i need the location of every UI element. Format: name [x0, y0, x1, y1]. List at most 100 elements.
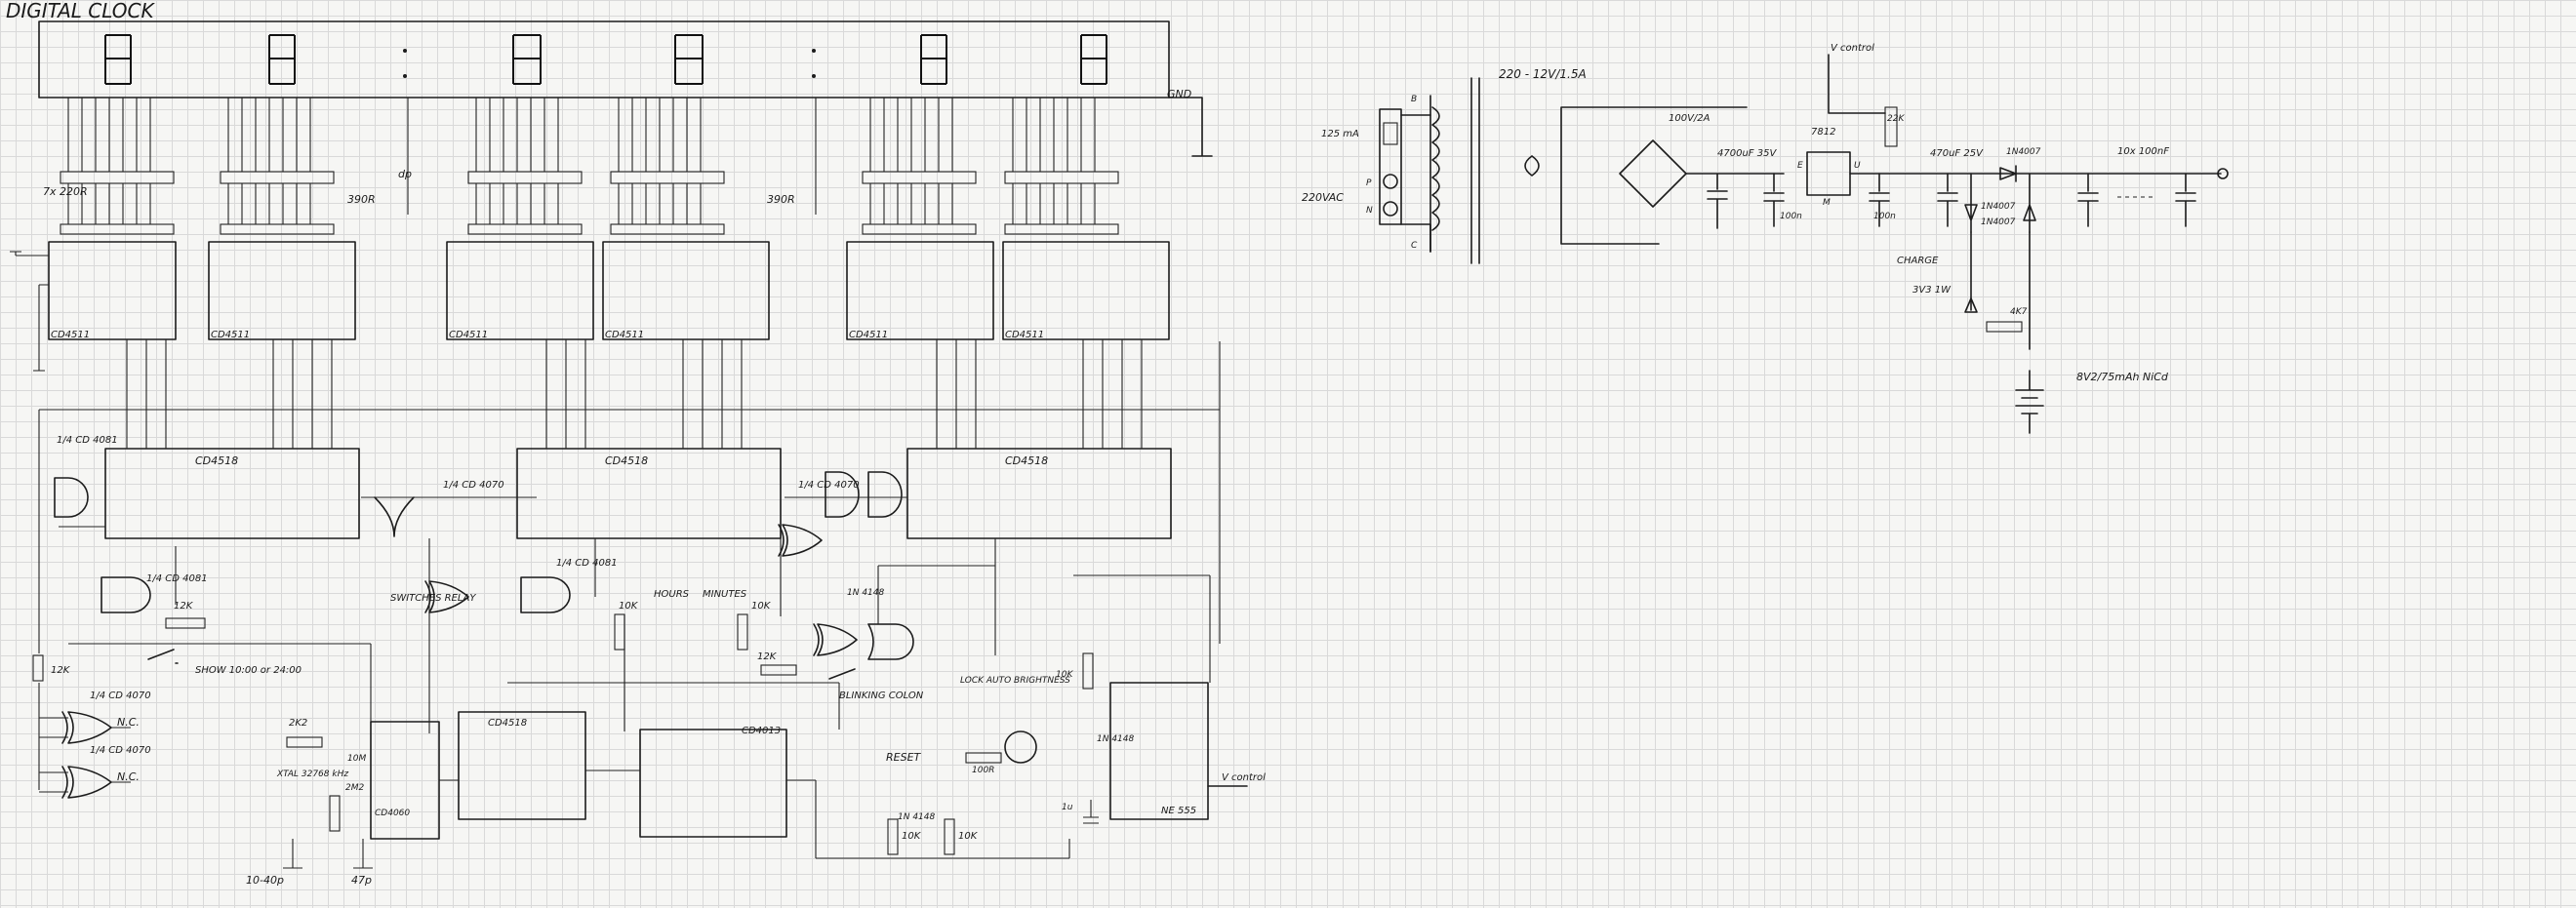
- timer-ic-label: NE 555: [1161, 806, 1196, 816]
- dp-resistor-2: 390R: [767, 193, 795, 206]
- seven-seg-digit-2: [268, 34, 296, 85]
- decoder-label-6: CD4511: [1005, 330, 1044, 340]
- trimmer-cap-label: 10-40p: [246, 874, 284, 887]
- show-mode-label: SHOW 10:00 or 24:00: [195, 665, 302, 676]
- phototransistor-symbol: [1004, 730, 1037, 764]
- div-ic-label: CD4518: [488, 718, 527, 729]
- dp-label: dp: [398, 168, 412, 180]
- flipflop-ic-label: CD4013: [742, 726, 781, 736]
- nc-label-1: N.C.: [117, 716, 140, 729]
- regulator-pin-e: E: [1797, 161, 1803, 171]
- decoder-label-5: CD4511: [849, 330, 888, 340]
- diode-1n4007-1: 1N4007: [2006, 147, 2041, 157]
- brightness-section: NE 555 LOCK AUTO BRIGHTNESS 100R 10K 1N …: [960, 652, 1266, 824]
- zener-label: 3V3 1W: [1912, 285, 1952, 296]
- cd4518-counters: CD4518 CD4518 CD4518: [104, 339, 1172, 539]
- output-caps-label: 10x 100nF: [2117, 146, 2169, 157]
- cd4511-decoders: CD4511 CD4511 CD4511 CD4511 CD4511 CD451…: [10, 241, 1170, 372]
- and-gate-3: [520, 576, 571, 613]
- diode-label-3: 1N 4148: [1097, 734, 1134, 744]
- segment-pin-headers: 7x 220R 390R dp 390R: [43, 98, 1119, 235]
- display-panel: GND: [38, 20, 1213, 157]
- seven-seg-digit-5: [920, 34, 947, 85]
- vcontrol-output-label: V control: [1222, 772, 1266, 783]
- mains-pin-n: N: [1366, 206, 1373, 216]
- resistor-array-label-1: 7x 220R: [43, 185, 88, 198]
- power-supply: 220 - 12V/1.5A 125 mA 220VAC P N B C 100…: [1302, 43, 2229, 434]
- logic-gates: 1/4 CD 4081 1/4 CD 4081 1/4 CD 4081 1/4 …: [54, 435, 914, 660]
- bridge-label: 100V/2A: [1669, 113, 1711, 124]
- resistor-12k-label-3: 12K: [757, 651, 778, 662]
- transformer-pin-b: B: [1411, 95, 1417, 104]
- interconnect-wires: [38, 341, 1221, 859]
- xor-label-2: 1/4 CD 4070: [798, 480, 860, 491]
- decoder-label-3: CD4511: [449, 330, 488, 340]
- vcontrol-supply-label: V control: [1831, 43, 1874, 54]
- seven-seg-digit-1: [104, 34, 132, 85]
- xor-label-1: 1/4 CD 4070: [443, 480, 504, 491]
- gate-label-3: 1/4 CD 4081: [556, 558, 618, 569]
- crystal-label: XTAL 32768 kHz: [276, 770, 348, 779]
- resistor-100r-label: 100R: [972, 766, 994, 775]
- osc-ic-label: CD4060: [375, 809, 410, 818]
- decoder-label-4: CD4511: [605, 330, 644, 340]
- regulator-pin-m: M: [1823, 198, 1831, 208]
- resistor-12k-label-1: 12K: [51, 665, 71, 676]
- resistor-10k-label-4: 10K: [958, 831, 979, 842]
- diode-1n4007-3: 1N4007: [1981, 217, 2016, 227]
- resistor-10m-label: 10M: [347, 754, 366, 764]
- switch-section: 12K SHOW 10:00 or 24:00 SWITCHES RELAY H…: [147, 589, 924, 701]
- relay-switch-label: SWITCHES RELAY: [390, 593, 476, 604]
- light-sensor-label: LOCK AUTO BRIGHTNESS: [960, 676, 1070, 686]
- and-gate-1: [54, 477, 89, 518]
- diode-label-2: 1N 4148: [847, 588, 884, 598]
- resistor-4k7-label: 4K7: [2010, 307, 2028, 317]
- resistor-10k-label-5: 10K: [1056, 670, 1073, 680]
- regulator-pin-u: U: [1854, 161, 1861, 171]
- blinking-colon-label: BLINKING COLON: [839, 691, 924, 701]
- xor-gate-2: [424, 580, 469, 613]
- reservoir-cap-label: 470uF 25V: [1930, 148, 1984, 159]
- fuse-label: 125 mA: [1321, 129, 1359, 139]
- resistor-12k-label-2: 12K: [174, 601, 194, 612]
- decoupling-cap-1: 100n: [1780, 212, 1802, 221]
- diode-1n4007-2: 1N4007: [1981, 202, 2016, 212]
- minutes-switch-label: MINUTES: [703, 589, 747, 600]
- dp-resistor-1: 390R: [347, 193, 376, 206]
- gnd-label-top: GND: [1167, 88, 1191, 100]
- cap-1u-label: 1u: [1062, 803, 1073, 812]
- resistor-2k2-label: 2K2: [289, 718, 307, 729]
- cap-47p-label: 47p: [351, 874, 372, 887]
- xor-gate-1: [374, 496, 415, 537]
- seven-seg-digit-3: [512, 34, 542, 85]
- resistor-10k-label-2: 10K: [751, 601, 772, 612]
- and-gate-2: [101, 576, 151, 613]
- nc-gate-label-1: 1/4 CD 4070: [90, 691, 151, 701]
- mains-label: 220VAC: [1302, 191, 1344, 204]
- battery-label: 8V2/75mAh NiCd: [2076, 371, 2169, 383]
- unused-xor-gates: 1/4 CD 4070 1/4 CD 4070 N.C. N.C. 12K: [32, 654, 151, 799]
- diode-label-1: 1N 4148: [898, 812, 935, 822]
- reset-label: RESET: [886, 751, 922, 764]
- transformer-label: 220 - 12V/1.5A: [1499, 67, 1587, 81]
- regulator-label: 7812: [1811, 127, 1835, 138]
- mains-pin-p: P: [1366, 178, 1372, 188]
- filter-cap-label: 4700uF 35V: [1717, 148, 1777, 159]
- counter-label-1: CD4518: [195, 454, 238, 467]
- clock-oscillator-section: CD4060 CD4518 CD4013 2K2 XTAL 32768 kHz …: [246, 588, 979, 887]
- trimmer-pot-label: 22K: [1887, 114, 1905, 124]
- charge-switch-label: CHARGE: [1897, 256, 1939, 266]
- gate-label-1: 1/4 CD 4081: [57, 435, 118, 446]
- resistor-10k-label-1: 10K: [619, 601, 639, 612]
- decoder-label-2: CD4511: [211, 330, 250, 340]
- seven-seg-digit-4: [674, 34, 704, 85]
- decoupling-cap-2: 100n: [1873, 212, 1896, 221]
- counter-label-3: CD4518: [1005, 454, 1048, 467]
- resistor-2m2-label: 2M2: [345, 783, 364, 793]
- bridge-rectifier-symbol: [1619, 139, 1687, 208]
- diagram-title: DIGITAL CLOCK: [6, 0, 155, 22]
- seven-seg-digit-6: [1080, 34, 1107, 85]
- hours-switch-label: HOURS: [654, 589, 690, 600]
